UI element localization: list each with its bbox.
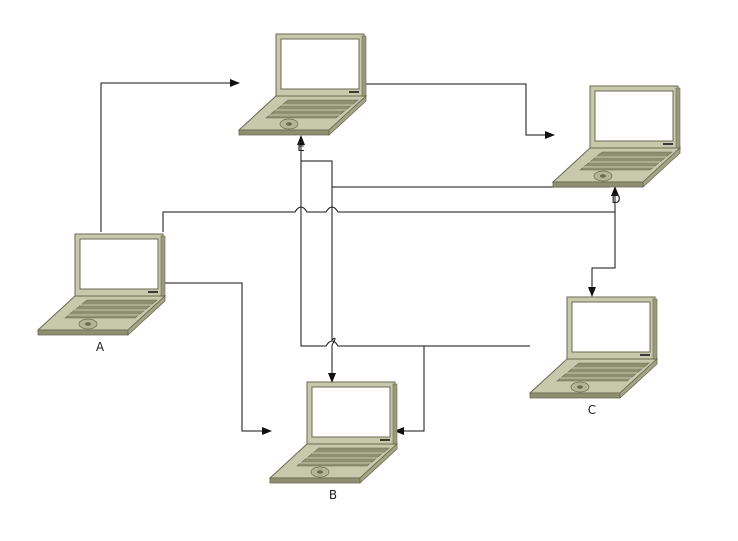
edge-c-to-b bbox=[394, 346, 425, 435]
node-e-label: E bbox=[297, 140, 305, 154]
edge-d-to-b bbox=[301, 160, 610, 382]
laptop-icon bbox=[269, 381, 398, 484]
laptop-icon bbox=[552, 85, 681, 188]
edge-c-to-e bbox=[297, 135, 530, 347]
edge-d-to-c bbox=[588, 195, 616, 297]
laptop-icon bbox=[529, 296, 658, 399]
node-c-label: C bbox=[588, 403, 596, 417]
edge-e-to-d bbox=[365, 83, 555, 139]
laptop-icon bbox=[37, 233, 166, 336]
laptop-icon bbox=[238, 33, 367, 136]
node-a[interactable] bbox=[37, 233, 166, 336]
node-d[interactable] bbox=[552, 85, 681, 188]
node-b[interactable] bbox=[269, 381, 398, 484]
edge-a-to-e bbox=[100, 79, 240, 232]
node-d-label: D bbox=[611, 192, 620, 206]
node-a-label: A bbox=[96, 340, 105, 354]
node-b-label: B bbox=[329, 488, 337, 502]
edge-a-to-d bbox=[162, 206, 615, 232]
node-c[interactable] bbox=[529, 296, 658, 399]
edge-a-to-b bbox=[163, 282, 272, 435]
edges bbox=[100, 79, 619, 435]
node-e[interactable] bbox=[238, 33, 367, 136]
